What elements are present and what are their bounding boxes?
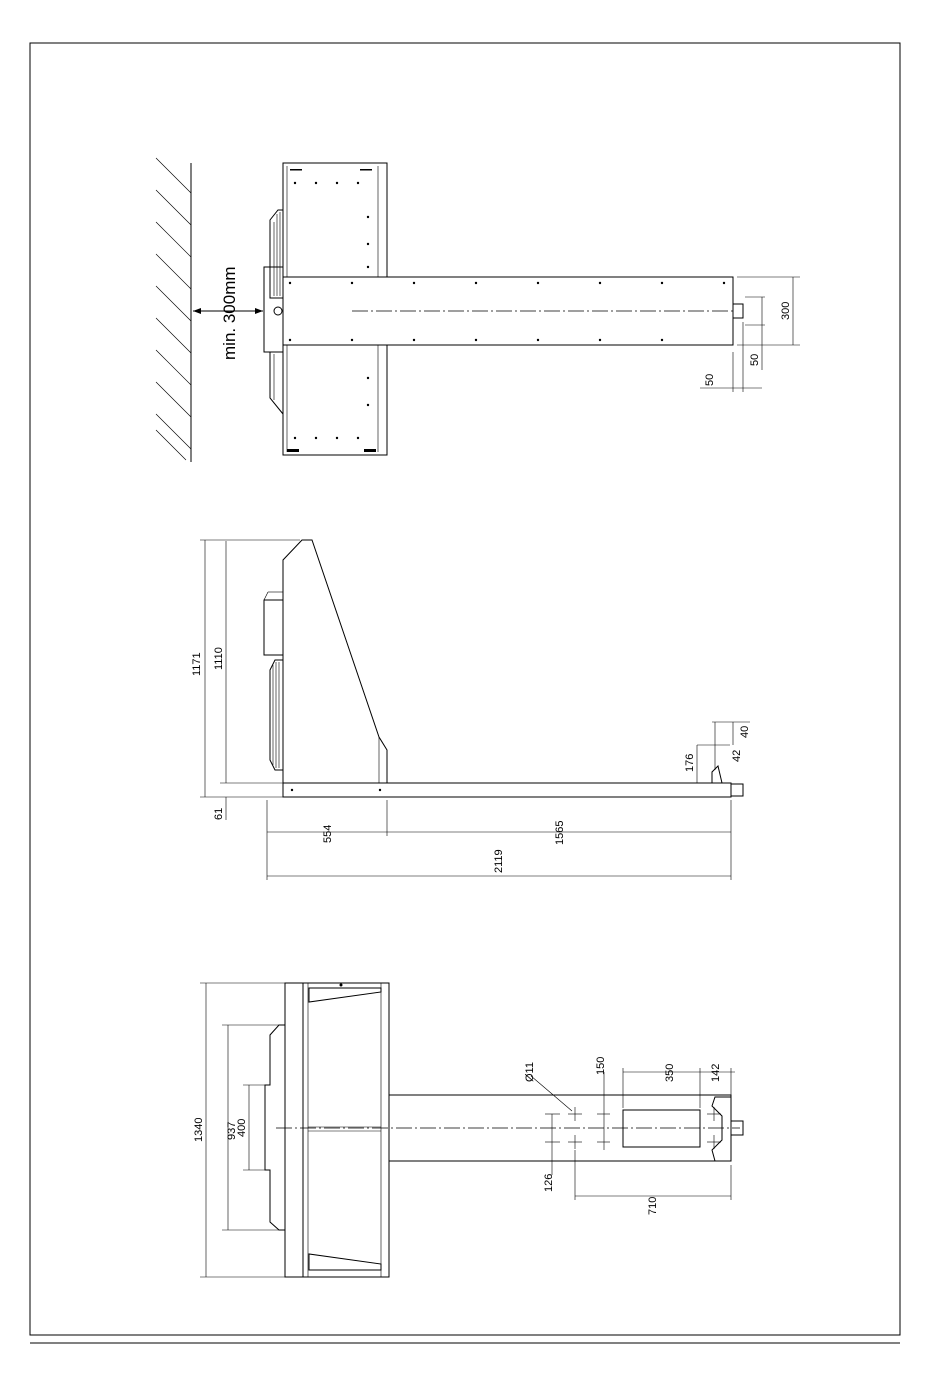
dim-50-horizontal: 50 — [704, 374, 716, 386]
top-grate — [309, 988, 381, 1002]
fan-hub — [274, 307, 282, 315]
dim-126: 126 — [543, 1174, 555, 1192]
base-rail — [283, 783, 731, 797]
dim-61: 61 — [213, 808, 225, 820]
dim-1340: 1340 — [193, 1118, 205, 1142]
dim-150: 150 — [595, 1057, 607, 1075]
bottom-grate — [309, 1254, 381, 1270]
dim-50-vertical: 50 — [749, 354, 761, 366]
plan-frame — [285, 983, 389, 1277]
dim-42: 42 — [731, 750, 743, 762]
dim-710: 710 — [647, 1197, 659, 1215]
side-unit-box — [264, 600, 283, 655]
condenser-unit — [270, 210, 283, 298]
dim-350: 350 — [664, 1064, 676, 1082]
plan-view: 1340 937 400 Ø11 150 350 142 126 710 — [193, 983, 743, 1277]
dim-300: 300 — [780, 302, 792, 320]
drain-pipe — [733, 304, 743, 318]
dim-2119: 2119 — [493, 849, 505, 873]
side-view: 1171 1110 61 554 1565 2119 176 42 40 — [191, 540, 751, 880]
side-fan — [270, 660, 283, 770]
dim-176: 176 — [684, 754, 696, 772]
dim-40: 40 — [739, 726, 751, 738]
dim-400: 400 — [236, 1119, 248, 1137]
dim-1565: 1565 — [554, 821, 566, 845]
dim-hole-diameter: Ø11 — [524, 1062, 536, 1082]
plan-unit — [265, 1025, 285, 1230]
dim-1171: 1171 — [191, 652, 203, 676]
wall-hatching — [156, 158, 191, 460]
dim-142: 142 — [710, 1064, 722, 1082]
clearance-label: min. 300mm — [220, 266, 239, 360]
dim-554: 554 — [322, 825, 334, 843]
top-view: min. 300mm — [156, 158, 800, 462]
dim-1110: 1110 — [213, 647, 225, 670]
housing-profile — [283, 540, 387, 783]
